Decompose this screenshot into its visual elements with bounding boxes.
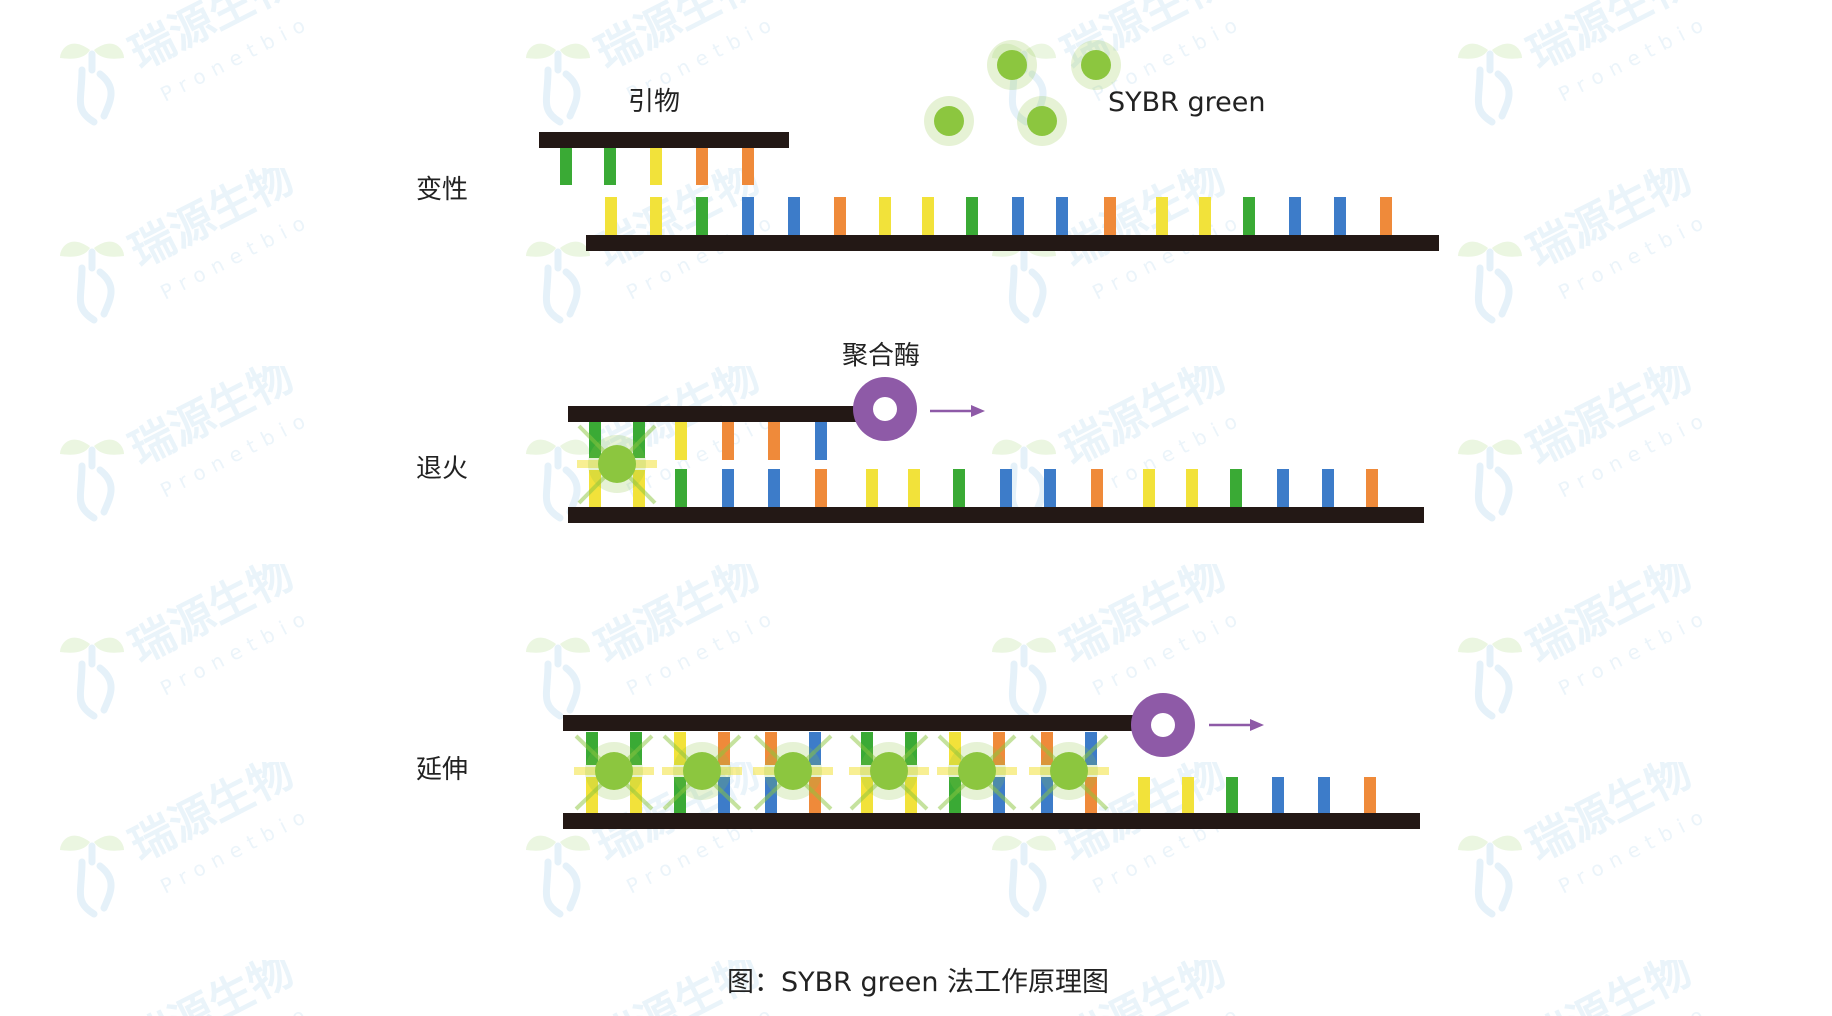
- template-base: [1143, 469, 1155, 507]
- template-base: [1230, 469, 1242, 507]
- figure-caption: 图：SYBR green 法工作原理图: [727, 967, 1109, 998]
- sybr-dye-bound: [948, 742, 1006, 800]
- template-base: [908, 469, 920, 507]
- anneal-panel: [568, 377, 1424, 523]
- template-base: [1012, 197, 1024, 235]
- template-base: [1243, 197, 1255, 235]
- sybr-dye-bound: [764, 742, 822, 800]
- extend-panel: [563, 693, 1420, 829]
- bound-pair: [574, 732, 654, 813]
- template-base: [922, 197, 934, 235]
- template-base: [1186, 469, 1198, 507]
- template-base: [834, 197, 846, 235]
- template-base: [768, 469, 780, 507]
- sybr-dye-bound: [860, 742, 918, 800]
- primer-base: [560, 148, 572, 185]
- primer-base: [722, 422, 734, 460]
- template-base: [650, 197, 662, 235]
- step-label-anneal: 退火: [416, 454, 468, 484]
- sybr-dye-bound: [673, 742, 731, 800]
- template-base: [1156, 197, 1168, 235]
- template-base: [1289, 197, 1301, 235]
- direction-arrow: [1209, 719, 1264, 731]
- template-base: [953, 469, 965, 507]
- polymerase-label: 聚合酶: [842, 341, 920, 371]
- primer-base: [768, 422, 780, 460]
- new-strand: [563, 715, 1138, 731]
- template-base: [722, 469, 734, 507]
- template-base: [1182, 777, 1194, 813]
- sybr-dye-free: [924, 96, 974, 146]
- sybr-dye-bound: [585, 742, 643, 800]
- direction-arrow: [930, 405, 985, 417]
- primer-base: [675, 422, 687, 460]
- step-label-extend: 延伸: [416, 755, 468, 785]
- template-base: [866, 469, 878, 507]
- template-base: [1277, 469, 1289, 507]
- template-base: [1318, 777, 1330, 813]
- template-base: [1000, 469, 1012, 507]
- template-base: [1272, 777, 1284, 813]
- sybr-dye-free: [1017, 96, 1067, 146]
- sybr-dye-bound: [588, 435, 646, 493]
- primer-strand: [568, 406, 860, 422]
- primer-base: [815, 422, 827, 460]
- template-base: [815, 469, 827, 507]
- bound-pair: [849, 732, 929, 813]
- template-base: [742, 197, 754, 235]
- bound-pair: [753, 732, 833, 813]
- sybr-green-label: SYBR green: [1108, 87, 1265, 118]
- denature-panel: [539, 40, 1439, 251]
- bound-pair: [662, 732, 742, 813]
- template-base: [1334, 197, 1346, 235]
- template-base: [788, 197, 800, 235]
- template-strand: [568, 507, 1424, 523]
- template-base: [1056, 197, 1068, 235]
- template-base: [1199, 197, 1211, 235]
- step-label-denature: 变性: [416, 175, 468, 205]
- template-base: [1091, 469, 1103, 507]
- primer-base: [742, 148, 754, 185]
- template-base: [1364, 777, 1376, 813]
- primer-strand: [539, 132, 789, 148]
- template-base: [696, 197, 708, 235]
- sybr-dye-free: [1071, 40, 1121, 90]
- template-base: [1226, 777, 1238, 813]
- template-base: [605, 197, 617, 235]
- sybr-dye-bound: [1040, 742, 1098, 800]
- template-strand: [563, 813, 1420, 829]
- template-base: [879, 197, 891, 235]
- template-base: [1322, 469, 1334, 507]
- polymerase-icon: [1131, 693, 1195, 757]
- primer-base: [650, 148, 662, 185]
- bound-pair: [577, 422, 657, 507]
- polymerase-icon: [853, 377, 917, 441]
- template-base: [1366, 469, 1378, 507]
- template-base: [1044, 469, 1056, 507]
- template-base: [675, 469, 687, 507]
- bound-pair: [937, 732, 1017, 813]
- bound-pair: [1029, 732, 1109, 813]
- template-base: [966, 197, 978, 235]
- primer-base: [696, 148, 708, 185]
- primer-base: [604, 148, 616, 185]
- template-strand: [586, 235, 1439, 251]
- primer-label: 引物: [628, 87, 680, 117]
- sybr-dye-free: [987, 40, 1037, 90]
- template-base: [1138, 777, 1150, 813]
- template-base: [1380, 197, 1392, 235]
- template-base: [1104, 197, 1116, 235]
